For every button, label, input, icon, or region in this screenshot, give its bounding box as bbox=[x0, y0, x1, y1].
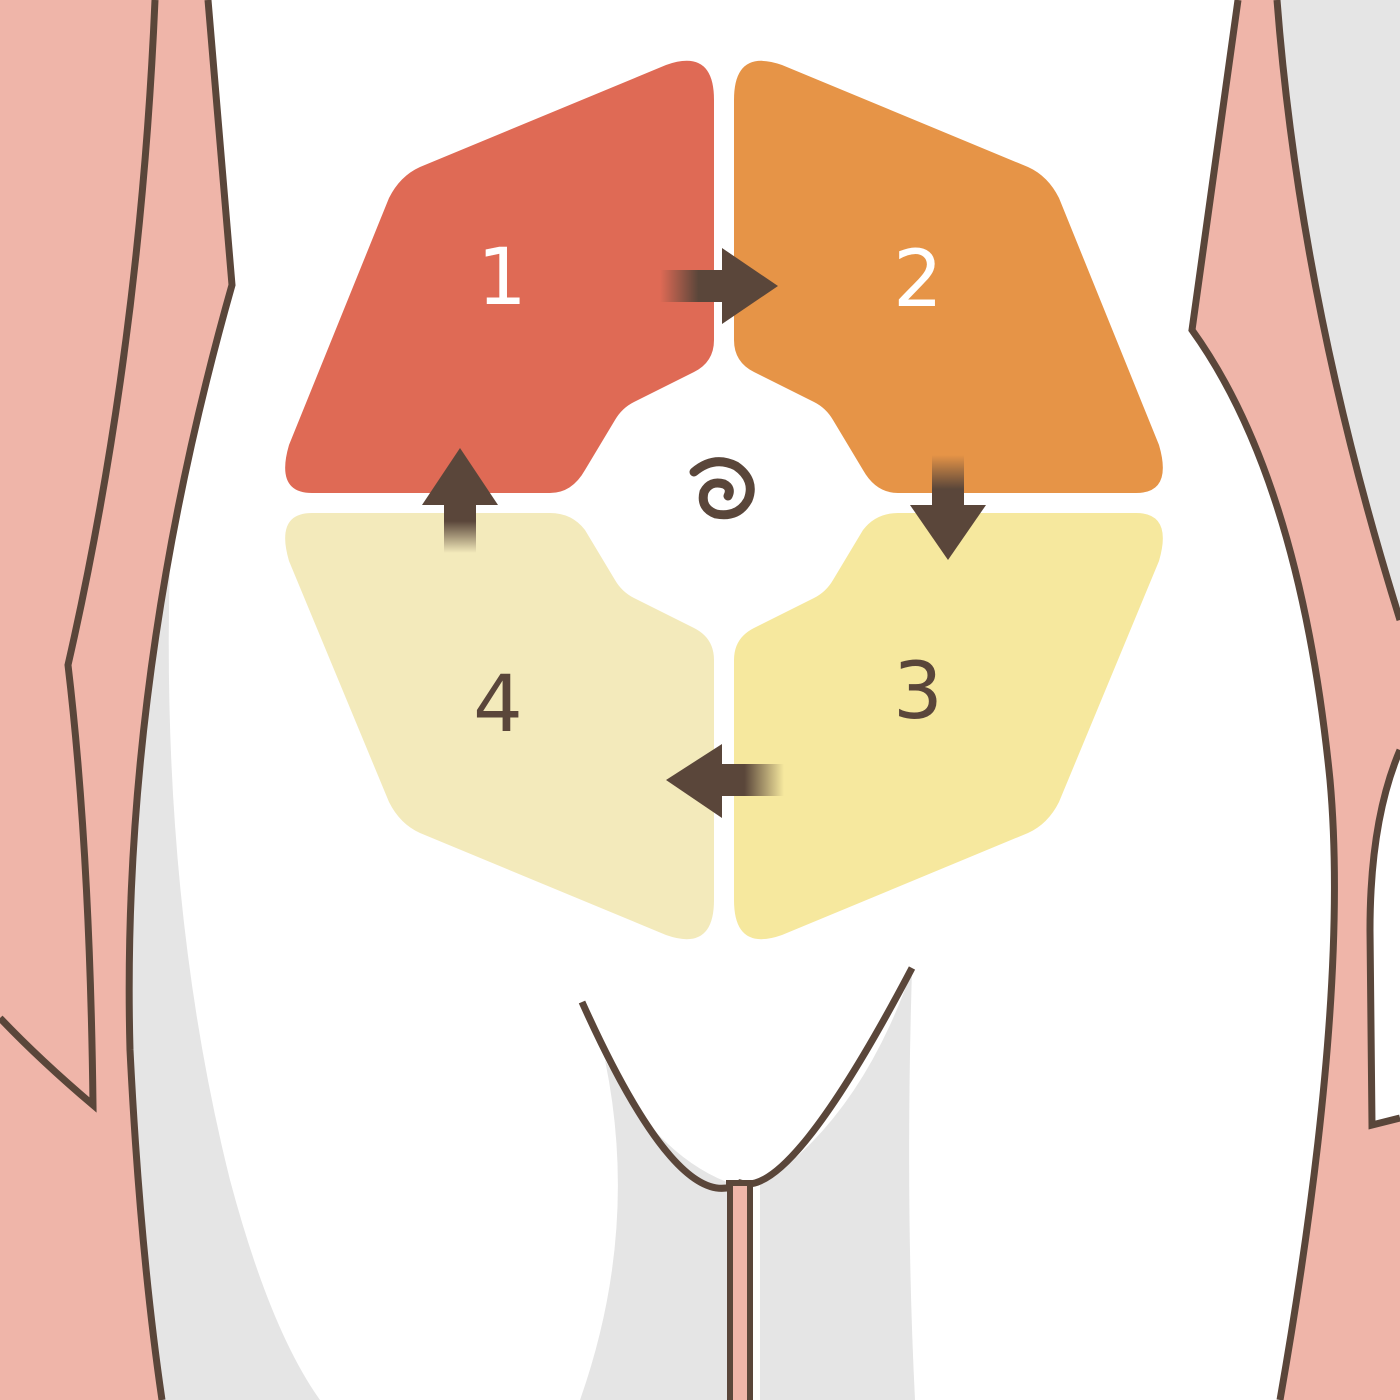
flow-arrows bbox=[422, 248, 986, 818]
zone-1 bbox=[285, 60, 714, 494]
zone-4-label: 4 bbox=[473, 660, 523, 750]
massage-zones bbox=[285, 60, 1163, 940]
zone-labels: 1 2 3 4 bbox=[473, 233, 943, 750]
zone-2 bbox=[734, 60, 1163, 494]
crotch-outline bbox=[578, 966, 916, 1400]
zone-4 bbox=[285, 513, 714, 940]
arrow-right-icon bbox=[660, 248, 778, 324]
navel-spiral-icon bbox=[689, 457, 755, 520]
right-arm bbox=[1188, 0, 1400, 1400]
left-arm bbox=[0, 0, 236, 1400]
zone-3-label: 3 bbox=[893, 647, 943, 737]
arrow-down-icon bbox=[910, 455, 986, 560]
arrow-left-icon bbox=[666, 744, 784, 818]
arrow-up-icon bbox=[422, 448, 498, 553]
zone-3 bbox=[734, 513, 1163, 940]
zone-1-label: 1 bbox=[477, 233, 527, 323]
zone-2-label: 2 bbox=[893, 235, 943, 325]
